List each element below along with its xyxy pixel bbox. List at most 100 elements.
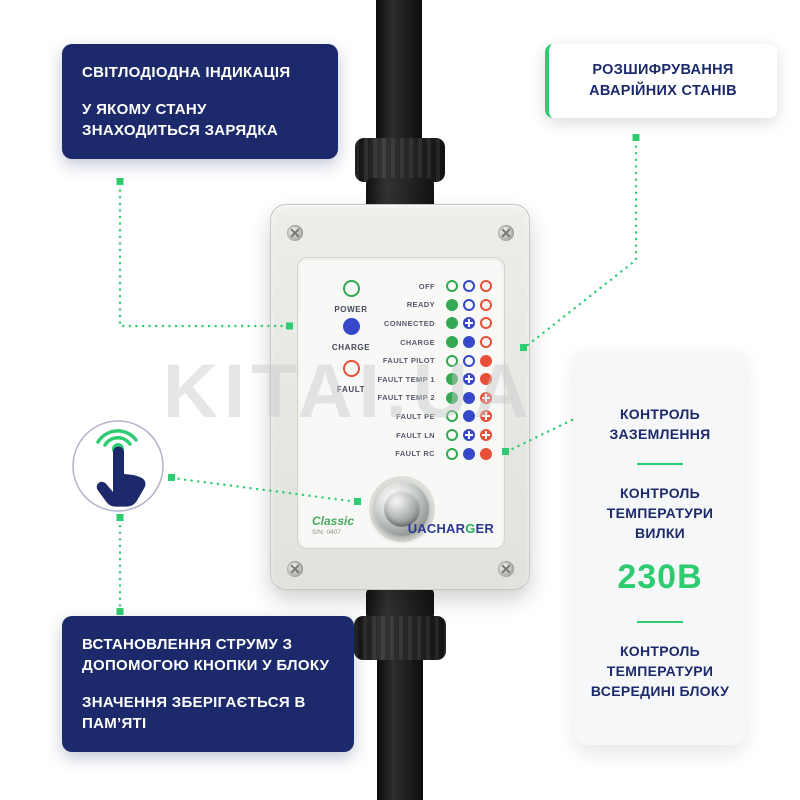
red-led-blink (480, 429, 492, 442)
brand-part: ER (475, 521, 494, 536)
blue-led-on (463, 410, 475, 423)
indicator-charge: CHARGE (316, 318, 386, 352)
status-label: FAULT RC (395, 449, 435, 459)
cable-top (376, 0, 422, 150)
connector-node (116, 514, 124, 521)
blue-led-off (463, 280, 475, 293)
current-set-button (375, 482, 429, 536)
features-panel: КОНТРОЛЬ ЗАЗЕМЛЕННЯ КОНТРОЛЬ ТЕМПЕРАТУРИ… (575, 350, 745, 745)
callout-led-indication: СВІТЛОДІОДНА ІНДИКАЦІЯ У ЯКОМУ СТАНУ ЗНА… (62, 44, 338, 159)
model-name: Classic (312, 513, 355, 528)
status-label: FAULT PE (396, 411, 435, 421)
status-row: FAULT TEMP 2 (340, 389, 492, 408)
status-row: FAULT PE (340, 407, 492, 426)
callout-fault-decode: РОЗШИФРУВАННЯ АВАРІЙНИХ СТАНІВ (545, 44, 777, 119)
cable-gland-top (355, 138, 445, 182)
callout-text: У ЯКОМУ СТАНУ ЗНАХОДИТЬСЯ ЗАРЯДКА (82, 101, 278, 139)
blue-led-on (463, 336, 475, 349)
status-row: CHARGE (340, 333, 492, 352)
connector-led-indication (118, 182, 292, 328)
callout-current-setting: ВСТАНОВЛЕННЯ СТРУМУ З ДОПОМОГОЮ КНОПКИ У… (62, 616, 354, 752)
green-led-on (446, 298, 458, 311)
connector-node (632, 134, 640, 141)
blue-led-on (463, 447, 475, 460)
green-led-off (446, 280, 458, 293)
led-panel: POWER CHARGE FAULT OFF READY CONNECTED CHARGE… (297, 257, 505, 549)
screw-icon (287, 225, 303, 241)
status-row: OFF (340, 277, 492, 296)
divider (637, 620, 683, 623)
brand-part: UACHAR (407, 521, 466, 536)
red-led-blink (480, 391, 492, 404)
tap-hand-icon (70, 418, 166, 514)
green-led-off (446, 354, 458, 367)
status-row: CONNECTED (340, 314, 492, 333)
blue-led-blink (463, 429, 475, 442)
green-led-on (446, 317, 458, 330)
blue-led-blink (463, 317, 475, 330)
indicator-label: FAULT (336, 385, 366, 394)
callout-text: ЗНАЧЕННЯ ЗБЕРІГАЄТЬСЯ В ПАМ’ЯТІ (82, 694, 306, 732)
red-led-on (480, 354, 492, 367)
button-cap (384, 491, 420, 527)
status-label: READY (406, 300, 435, 310)
screw-icon (498, 225, 514, 241)
status-label: CONNECTED (383, 318, 435, 328)
blue-led-off (463, 298, 475, 311)
indicator-label: POWER (334, 305, 368, 314)
blue-led-blink (463, 373, 475, 386)
status-label: OFF (418, 281, 435, 291)
connector-fault-decode (522, 138, 638, 350)
status-label: FAULT PILOT (382, 356, 435, 366)
charger-body: POWER CHARGE FAULT OFF READY CONNECTED CHARGE… (270, 204, 530, 590)
green-led-on (446, 373, 458, 386)
blue-led-off (463, 354, 475, 367)
pointer-hand (96, 446, 146, 507)
blue-led-on (463, 391, 475, 404)
green-led-off (446, 410, 458, 423)
callout-text: СВІТЛОДІОДНА ІНДИКАЦІЯ (82, 64, 291, 81)
cable-gland-bottom-collar (366, 588, 434, 620)
serial-number: S/N: 0407 (312, 528, 341, 536)
model-label: Classic S/N: 0407 (312, 513, 355, 536)
green-led-on (446, 391, 458, 404)
brand-part-green: G (465, 521, 476, 536)
fault-led (342, 360, 360, 377)
red-led-off (480, 298, 492, 311)
screw-icon (498, 561, 514, 577)
status-label: FAULT LN (396, 430, 435, 440)
green-led-on (446, 336, 458, 349)
status-row: FAULT TEMP 1 (340, 370, 492, 389)
gland-knurling (354, 616, 446, 660)
status-label: FAULT TEMP 2 (377, 393, 435, 403)
charge-led (342, 318, 360, 335)
indicator-power: POWER (316, 280, 386, 314)
gland-knurling (355, 138, 445, 182)
red-led-off (480, 317, 492, 330)
status-row: FAULT PILOT (340, 351, 492, 370)
indicator-label: CHARGE (331, 343, 371, 352)
status-row: FAULT RC (340, 444, 492, 463)
connector-node (168, 474, 175, 481)
status-row: FAULT LN (340, 426, 492, 445)
cable-bottom (377, 652, 423, 800)
red-led-on (480, 373, 492, 386)
indicator-fault: FAULT (316, 360, 386, 394)
tap-ripple-inner (103, 436, 132, 447)
red-led-off (480, 280, 492, 293)
feature-internal-temp: КОНТРОЛЬ ТЕМПЕРАТУРИ ВСЕРЕДИНІ БЛОКУ (590, 642, 730, 700)
callout-text: ВСТАНОВЛЕННЯ СТРУМУ З ДОПОМОГОЮ КНОПКИ У… (82, 636, 330, 674)
screw-icon (287, 561, 303, 577)
tap-hand-graphic (72, 420, 164, 512)
green-led-off (446, 447, 458, 460)
indicator-column: POWER CHARGE FAULT (316, 258, 386, 548)
red-led-blink (480, 410, 492, 423)
feature-plug-temp: КОНТРОЛЬ ТЕМПЕРАТУРИ ВИЛКИ (606, 484, 714, 542)
feature-ground-control: КОНТРОЛЬ ЗАЗЕМЛЕННЯ (609, 406, 711, 443)
power-led (342, 280, 360, 297)
icon-ring (72, 420, 164, 512)
cable-gland-bottom (354, 616, 446, 660)
red-led-off (480, 336, 492, 349)
connector-node (116, 608, 124, 615)
